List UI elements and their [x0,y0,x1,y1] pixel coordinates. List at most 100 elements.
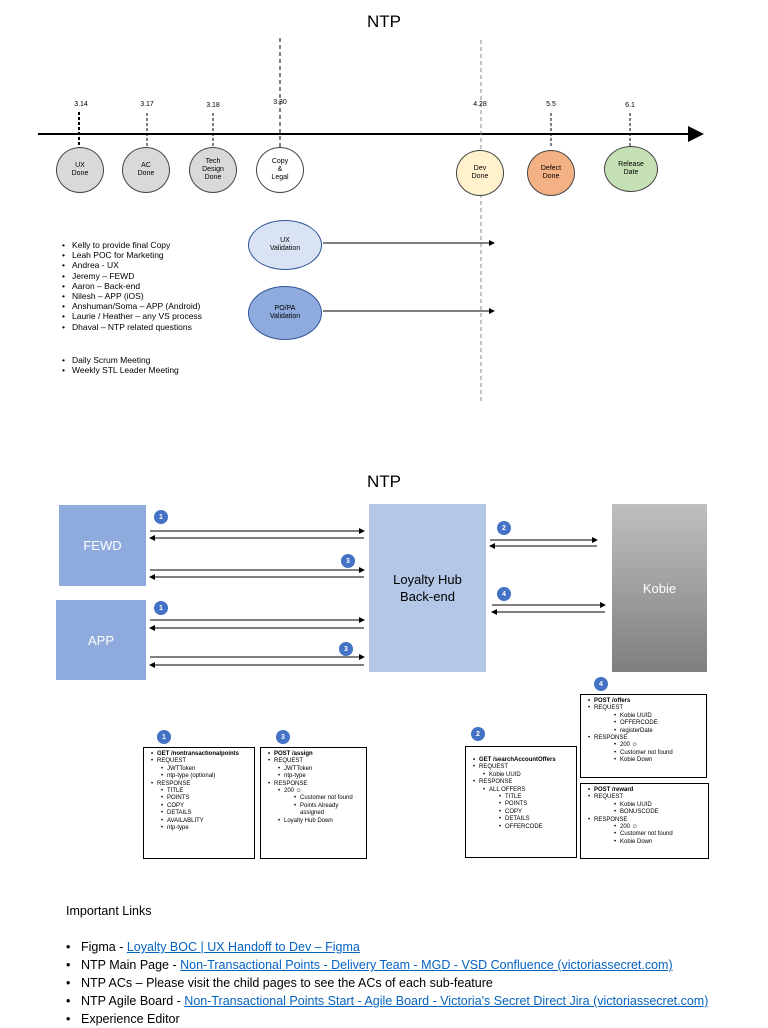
list-item: DETAILS [147,810,251,818]
step-badge: 2 [497,521,511,535]
important-links-list: Figma - Loyalty BOC | UX Handoff to Dev … [66,938,708,1028]
step-badge: 1 [154,601,168,615]
request-label: REQUEST [584,705,703,713]
request-label: REQUEST [147,758,251,766]
api-box-get-searchaccountoffers: GET /searchAccountOffers REQUEST Kobie U… [465,746,577,858]
list-item: Weekly STL Leader Meeting [72,365,179,375]
list-item: registerDate [584,728,703,736]
list-item: Kobie Down [584,757,703,765]
request-label: REQUEST [469,764,573,772]
meetings-list: Daily Scrum Meeting Weekly STL Leader Me… [62,355,179,375]
list-item: 200 ☺ [264,788,363,796]
timeline-lines [38,38,704,402]
step-badge: 3 [341,554,355,568]
list-item: Anshuman/Soma – APP (Android) [72,301,202,311]
list-item: Kobie UUID [584,802,705,810]
step-badge: 3 [276,730,290,744]
list-item: TITLE [469,794,573,802]
api-title: GET /searchAccountOffers [469,757,573,765]
fewd-node: FEWD [59,505,146,586]
list-item: Daily Scrum Meeting [72,355,179,365]
date-label: 3.18 [206,102,220,109]
list-item: Dhaval – NTP related questions [72,322,202,332]
list-item: POINTS [469,801,573,809]
date-label: 3.17 [140,101,154,108]
response-label: RESPONSE [469,779,573,787]
list-item: BONUSCODE [584,809,705,817]
list-item: ALL OFFERS [469,787,573,795]
list-item: DETAILS [469,816,573,824]
list-item: 200 ☺ [584,824,705,832]
api-title: GET /nontransactionalpoints [147,751,251,759]
jira-link[interactable]: Non-Transactional Points Start - Agile B… [184,994,709,1008]
response-label: RESPONSE [584,735,703,743]
link-prefix: Experience Editor [81,1012,180,1026]
link-prefix: NTP Main Page - [81,958,181,972]
loyalty-hub-node: Loyalty Hub Back-end [369,504,486,672]
list-item: Leah POC for Marketing [72,250,202,260]
list-item: Aaron – Back-end [72,281,202,291]
api-title: POST /reward [584,787,705,795]
list-item: Kelly to provide final Copy [72,240,202,250]
milestone-ac-done: AC Done [122,147,170,193]
list-item: ntp-type [147,825,251,833]
list-item: Points Already assigned [264,803,363,818]
api-box-post-assign: POST /assign REQUEST JWTToken ntp-type R… [260,747,367,859]
link-item-experience-editor: Experience Editor [66,1010,708,1028]
step-badge: 4 [497,587,511,601]
list-item: Customer not found [264,795,363,803]
api-box-post-reward: POST /reward REQUEST Kobie UUID BONUSCOD… [580,783,709,859]
milestone-dev-done: Dev Done [456,150,504,196]
step-badge: 4 [594,677,608,691]
date-label: 4.28 [473,101,487,108]
response-label: RESPONSE [584,817,705,825]
step-badge: 2 [471,727,485,741]
list-item: TITLE [147,788,251,796]
list-item: 200 ☺ [584,742,703,750]
milestone-defect-done: Defect Done [527,150,575,196]
milestone-copy-legal: Copy & Legal [256,147,304,193]
app-node: APP [56,600,146,680]
api-title: POST /offers [584,698,703,706]
response-label: RESPONSE [147,781,251,789]
list-item: POINTS [147,795,251,803]
api-title: POST /assign [264,751,363,759]
link-item-agile-board: NTP Agile Board - Non-Transactional Poin… [66,992,708,1010]
step-badge: 1 [154,510,168,524]
list-item: COPY [147,803,251,811]
timeline-title: NTP [367,12,401,31]
link-prefix: NTP ACs – Please visit the child pages t… [81,976,493,990]
contacts-list: Kelly to provide final Copy Leah POC for… [62,240,202,332]
api-box-get-nontransactionalpoints: GET /nontransactionalpoints REQUEST JWTT… [143,747,255,859]
important-links-heading: Important Links [66,904,152,918]
list-item: Jeremy – FEWD [72,271,202,281]
list-item: AVAILABLITY [147,818,251,826]
list-item: Nilesh – APP (iOS) [72,291,202,301]
milestone-tech-design-done: Tech Design Done [189,147,237,193]
list-item: Kobie UUID [469,772,573,780]
list-item: Loyalty Hub Down [264,818,363,826]
link-item-main-page: NTP Main Page - Non-Transactional Points… [66,956,708,974]
list-item: Kobie Down [584,839,705,847]
list-item: Laurie / Heather – any VS process [72,311,202,321]
response-label: RESPONSE [264,781,363,789]
list-item: Customer not found [584,750,703,758]
list-item: Kobie UUID [584,713,703,721]
api-box-post-offers: POST /offers REQUEST Kobie UUID OFFERCOD… [580,694,707,778]
confluence-link[interactable]: Non-Transactional Points - Delivery Team… [180,958,673,972]
figma-link[interactable]: Loyalty BOC | UX Handoff to Dev – Figma [126,940,360,954]
link-item-acs: NTP ACs – Please visit the child pages t… [66,974,708,992]
date-label: 3.14 [74,101,88,108]
link-item-figma: Figma - Loyalty BOC | UX Handoff to Dev … [66,938,708,956]
architecture-arrows [149,528,606,668]
list-item: JWTToken [264,766,363,774]
list-item: OFFERCODE [584,720,703,728]
request-label: REQUEST [584,794,705,802]
kobie-node: Kobie [612,504,707,672]
date-label: 3.30 [273,99,287,106]
link-prefix: NTP Agile Board - [81,994,185,1008]
popa-validation: PO/PA Validation [248,286,322,340]
ux-validation: UX Validation [248,220,322,270]
architecture-title: NTP [367,472,401,491]
list-item: Customer not found [584,831,705,839]
